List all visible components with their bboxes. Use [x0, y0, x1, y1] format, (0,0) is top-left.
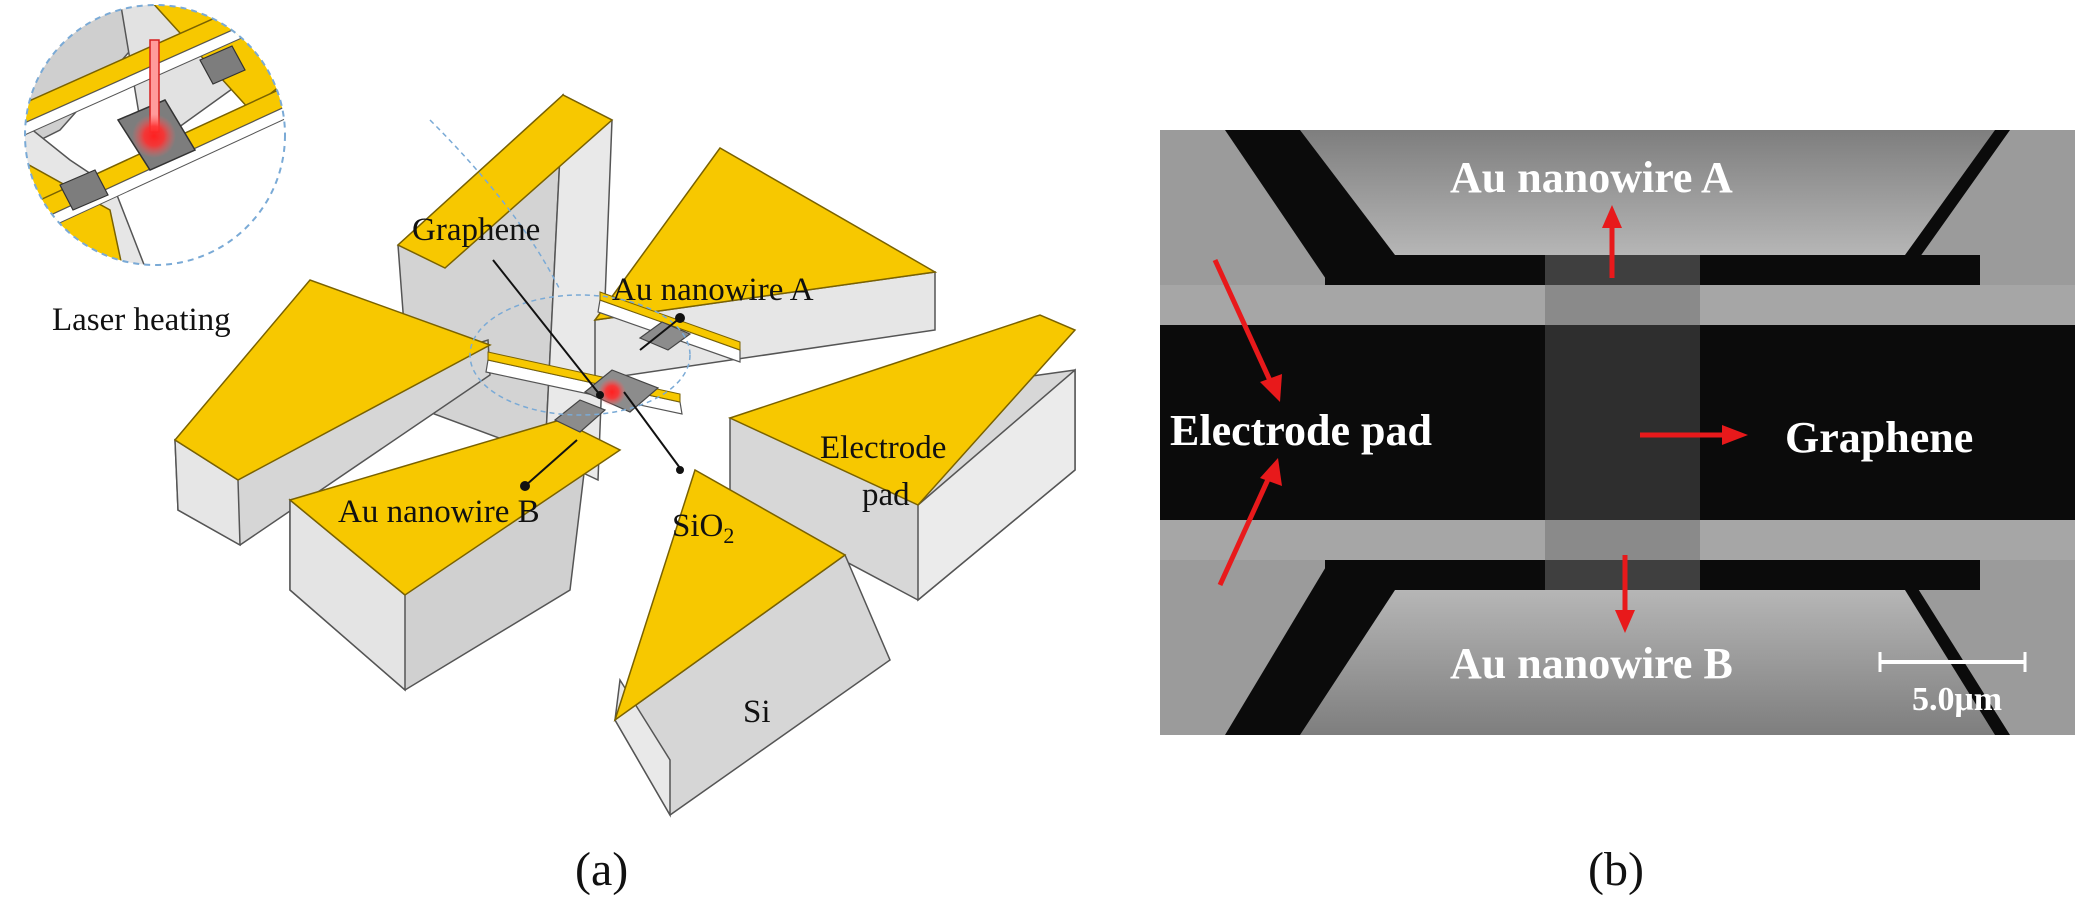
- central-bridge: [429, 119, 741, 433]
- label-nanowire-a-b: Au nanowire A: [1450, 153, 1733, 202]
- laser-heating-inset: Laser heating: [24, 4, 286, 338]
- si-block-upper-right: [593, 147, 938, 381]
- label-electrode-pad-line1: Electrode: [820, 430, 946, 466]
- si-block-lower-left: [288, 419, 622, 692]
- label-graphene-b: Graphene: [1785, 413, 1973, 462]
- label-laser-heating: Laser heating: [52, 302, 231, 338]
- scale-bar: 5.0μm: [1878, 652, 2027, 718]
- laser-spot-icon: [598, 378, 626, 406]
- label-electrode-pad-line2: pad: [862, 477, 910, 513]
- si-block-left: [173, 279, 492, 547]
- si-block-bottom: [613, 468, 891, 818]
- label-electrode-pad-b: Electrode pad: [1170, 406, 1432, 455]
- label-nanowire-a-a: Au nanowire A: [612, 272, 814, 308]
- label-sio2: SiO2: [672, 508, 734, 548]
- label-nanowire-b-a: Au nanowire B: [338, 494, 540, 530]
- leader-lines: [492, 259, 685, 491]
- label-si: Si: [743, 694, 771, 730]
- caption-a: (a): [575, 843, 628, 896]
- panel-a-device-schematic: Graphene Au nanowire A Electrode pad Au …: [173, 93, 1077, 818]
- sem-arrows: [1212, 205, 1748, 633]
- caption-b: (b): [1588, 843, 1644, 896]
- label-graphene-a: Graphene: [412, 212, 540, 248]
- scale-bar-label: 5.0μm: [1912, 681, 2002, 718]
- label-nanowire-b-b: Au nanowire B: [1450, 639, 1733, 688]
- panel-b-sem-image: [1160, 130, 2075, 735]
- inset-laser-spot-icon: [132, 114, 176, 158]
